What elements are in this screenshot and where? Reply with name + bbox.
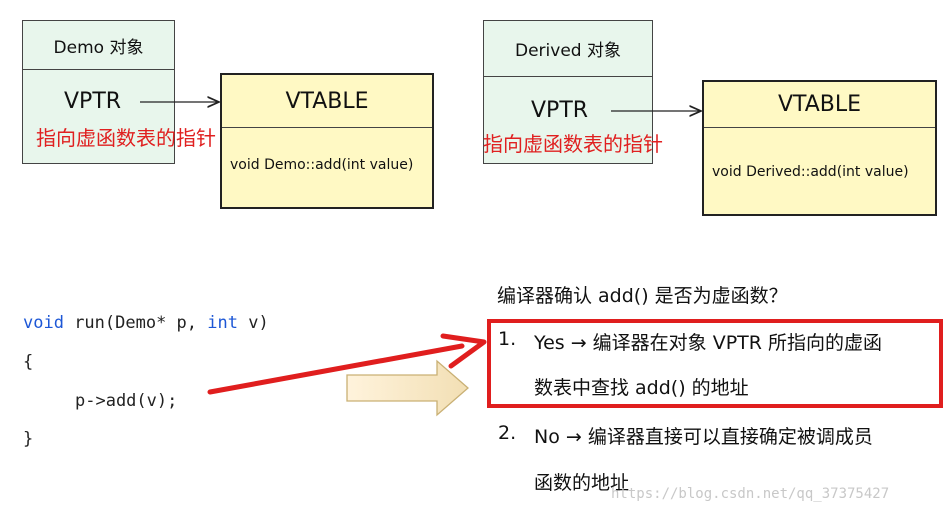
- virtual-check-question: 编译器确认 add() 是否为虚函数？: [497, 285, 788, 307]
- derived-vtable-title: VTABLE: [704, 82, 935, 128]
- demo-vtable-entry: void Demo::add(int value): [230, 157, 414, 173]
- code-keyword-int: int: [207, 313, 238, 333]
- code-signature-line: void run(Demo* p, int v): [23, 313, 269, 333]
- derived-object-box: Derived 对象: [483, 20, 653, 164]
- code-close-brace: }: [23, 429, 34, 449]
- derived-object-title: Derived 对象: [484, 21, 652, 77]
- demo-vptr-note: 指向虚函数表的指针: [36, 126, 216, 150]
- answer-yes-number: 1.: [498, 328, 517, 350]
- block-arrow-icon: [346, 359, 469, 417]
- answer-no-number: 2.: [498, 422, 517, 444]
- code-signature-mid: run(Demo* p,: [63, 313, 208, 333]
- answer-no-line2: 函数的地址: [534, 472, 630, 494]
- derived-vptr-note: 指向虚函数表的指针: [483, 132, 663, 156]
- code-body-line: p->add(v);: [75, 391, 178, 411]
- demo-object-box: Demo 对象: [22, 20, 175, 164]
- code-keyword-void: void: [23, 313, 64, 333]
- demo-vtable-box: VTABLE void Demo::add(int value): [220, 73, 434, 209]
- answer-no-line1: No → 编译器直接可以直接确定被调成员: [534, 426, 873, 448]
- answer-yes-line2: 数表中查找 add() 的地址: [534, 377, 749, 399]
- watermark-url: https://blog.csdn.net/qq_37375427: [611, 486, 890, 502]
- derived-vtable-box: VTABLE void Derived::add(int value): [702, 80, 937, 216]
- answer-yes-line1: Yes → 编译器在对象 VPTR 所指向的虚函: [534, 332, 883, 354]
- code-signature-end: v): [237, 313, 269, 333]
- demo-object-title: Demo 对象: [23, 21, 174, 70]
- call-to-check-red-arrow: [207, 333, 487, 395]
- derived-vtable-entry: void Derived::add(int value): [712, 164, 909, 180]
- demo-vptr-label: VPTR: [64, 89, 122, 114]
- answer-yes-highlight-frame: [487, 319, 943, 408]
- code-open-brace: {: [23, 352, 34, 372]
- derived-vptr-label: VPTR: [531, 98, 589, 123]
- demo-vtable-title: VTABLE: [222, 75, 432, 128]
